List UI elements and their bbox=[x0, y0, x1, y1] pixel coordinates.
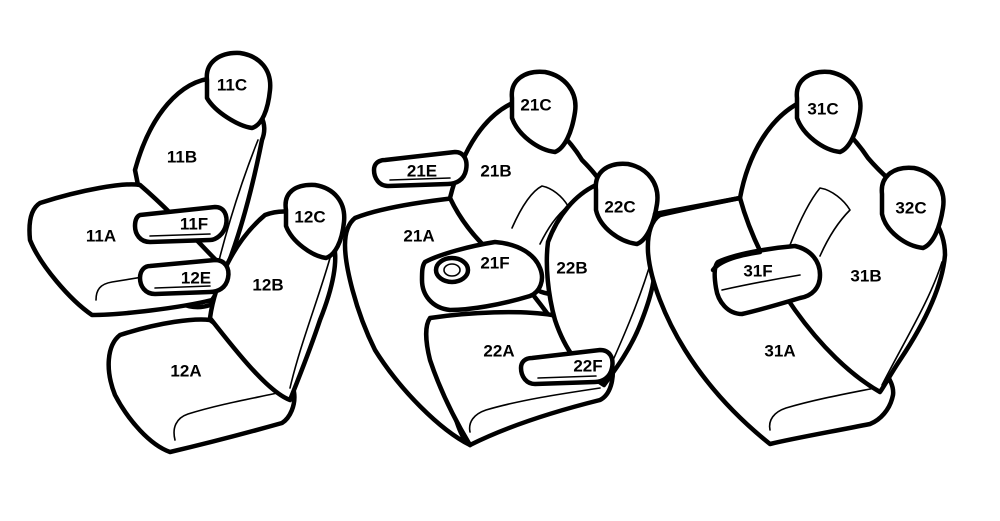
seat-11-armrest bbox=[132, 204, 229, 245]
seat-12-backrest bbox=[207, 209, 338, 403]
label-22F: 22F bbox=[573, 356, 602, 375]
label-31B: 31B bbox=[850, 266, 881, 285]
seat-32-headrest bbox=[879, 165, 946, 251]
seat-21-backrest-center-panel bbox=[511, 185, 569, 245]
seat-12-group: 12A 12B 12C 12E bbox=[106, 182, 347, 455]
seat-21-22-group: 21A 21B 21C 21E 21F 22A 22B 22C 22F bbox=[342, 69, 660, 448]
label-31C: 31C bbox=[807, 99, 838, 118]
seat-12-backrest-side-panel bbox=[289, 257, 331, 389]
label-11B: 11B bbox=[167, 147, 197, 166]
label-21B: 21B bbox=[480, 161, 511, 180]
label-11C: 11C bbox=[217, 75, 247, 94]
seat-12-armrest-seam bbox=[154, 285, 211, 289]
label-22C: 22C bbox=[604, 197, 635, 216]
label-12E: 12E bbox=[181, 268, 211, 287]
label-31F: 31F bbox=[743, 261, 772, 280]
seat-31-32-group: 31A 31B 31C 31F 32C bbox=[645, 69, 948, 447]
seat-31-armrest-edge bbox=[721, 274, 801, 291]
label-21E: 21E bbox=[407, 161, 437, 180]
seat-22-headrest bbox=[593, 161, 660, 247]
label-11A: 11A bbox=[86, 226, 116, 245]
label-11F: 11F bbox=[180, 214, 208, 233]
seat-22-cushion-front-seam bbox=[468, 387, 601, 433]
seat-31-armrest-cap bbox=[710, 249, 763, 273]
seat-31-backrest-center-panel bbox=[789, 187, 851, 257]
label-12B: 12B bbox=[252, 275, 283, 294]
seat-12-headrest bbox=[283, 182, 347, 261]
label-32C: 32C bbox=[895, 198, 926, 217]
seat-31-headrest bbox=[794, 69, 863, 155]
seat-31-backrest-side-panel bbox=[881, 261, 943, 386]
label-12C: 12C bbox=[294, 207, 325, 226]
cup-holder-inner-ring bbox=[443, 263, 461, 277]
label-21C: 21C bbox=[520, 95, 551, 114]
label-21A: 21A bbox=[403, 226, 434, 245]
seat-21-door-armrest-seam bbox=[389, 177, 451, 181]
seat-21-headrest bbox=[509, 69, 578, 155]
seat-12-cushion-front-seam bbox=[173, 391, 283, 441]
label-31A: 31A bbox=[764, 341, 795, 360]
seat-11-headrest bbox=[204, 50, 273, 131]
label-21F: 21F bbox=[480, 253, 509, 272]
cup-holder-icon bbox=[433, 255, 471, 285]
label-22B: 22B bbox=[556, 258, 587, 277]
seat-22-door-armrest-seam bbox=[537, 375, 597, 379]
label-12A: 12A bbox=[170, 361, 201, 380]
seat-31-cushion-front-seam bbox=[768, 385, 886, 431]
seat-11-armrest-seam bbox=[149, 233, 211, 237]
label-22A: 22A bbox=[483, 341, 514, 360]
seat-22-to-32-top-edge bbox=[652, 195, 743, 217]
